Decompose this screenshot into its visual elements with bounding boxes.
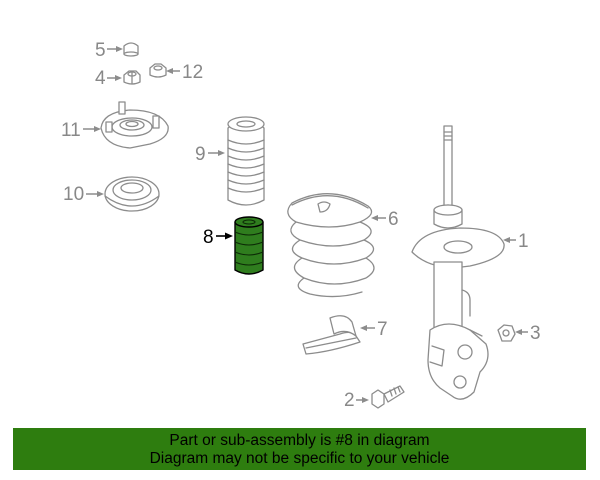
arrow-6 [371,215,386,221]
banner-line-1: Part or sub-assembly is #8 in diagram [169,432,430,449]
arrow-1 [503,237,516,243]
part-5-cap[interactable] [123,42,139,57]
callout-6[interactable]: 6 [388,209,399,230]
callout-12[interactable]: 12 [182,62,203,83]
arrow-11 [83,126,101,132]
part-1-strut-assembly[interactable] [411,125,505,400]
arrow-7 [360,325,375,331]
part-3-nut[interactable] [497,324,516,342]
part-11-upper-mount[interactable] [100,101,169,149]
callout-4[interactable]: 4 [95,68,106,89]
callout-7[interactable]: 7 [377,319,388,340]
arrow-10 [86,191,104,197]
callout-3[interactable]: 3 [530,323,541,344]
callout-11[interactable]: 11 [61,120,81,141]
part-8-bump-stop[interactable] [234,216,264,275]
part-4-nut[interactable] [123,70,141,85]
arrow-2 [356,397,369,403]
part-9-dust-boot[interactable] [227,116,265,206]
arrow-12 [166,68,180,74]
callout-2[interactable]: 2 [344,390,355,411]
arrow-8 [216,232,233,240]
callout-8[interactable]: 8 [203,227,214,248]
banner-line-2: Diagram may not be specific to your vehi… [149,450,450,467]
arrow-5 [107,46,123,52]
part-10-spring-seat[interactable] [104,176,160,212]
callout-5[interactable]: 5 [95,40,106,61]
part-6-coil-spring[interactable] [287,193,375,298]
callout-9[interactable]: 9 [195,144,206,165]
part-7-lower-insulator[interactable] [302,315,361,355]
part-2-bolt[interactable] [371,385,405,409]
callout-1[interactable]: 1 [518,231,529,252]
info-banner: Part or sub-assembly is #8 in diagram Di… [13,428,586,470]
arrow-4 [107,75,122,81]
part-12-nut[interactable] [149,63,167,78]
arrow-3 [515,329,528,335]
callout-10[interactable]: 10 [63,184,84,205]
arrow-9 [208,150,225,156]
